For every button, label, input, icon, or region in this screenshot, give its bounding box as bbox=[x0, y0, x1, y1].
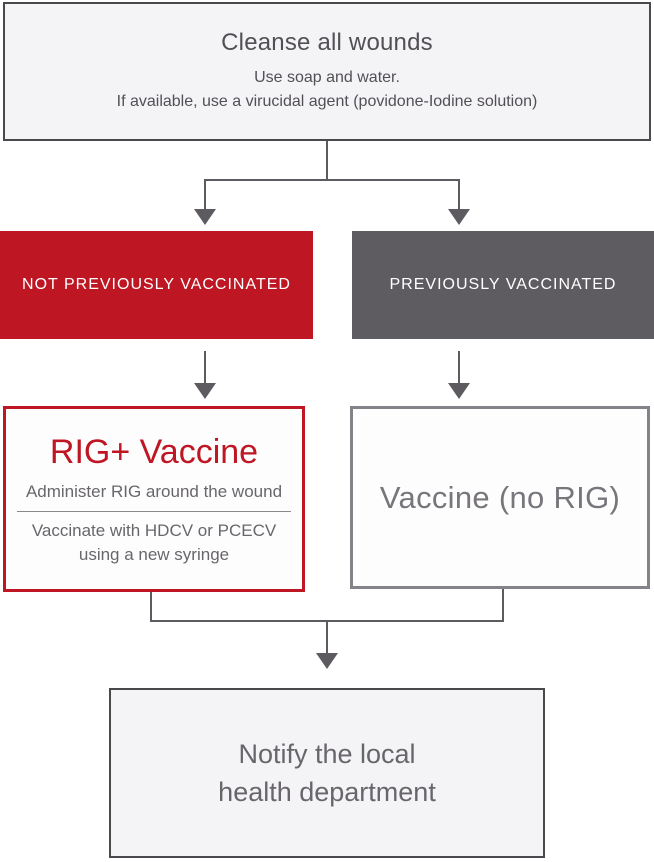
arrow-down-icon bbox=[448, 383, 470, 399]
not-previously-vaccinated-box: NOT PREVIOUSLY VACCINATED bbox=[0, 231, 313, 339]
cleanse-instruction-line1: Use soap and water. bbox=[254, 69, 400, 86]
arrow-down-icon bbox=[194, 383, 216, 399]
connector-line-right-stem bbox=[458, 179, 460, 210]
notify-line2: health department bbox=[218, 777, 436, 807]
connector-line-merge-left-stem bbox=[150, 592, 152, 622]
previously-vaccinated-label: PREVIOUSLY VACCINATED bbox=[389, 276, 617, 293]
notify-line1: Notify the local bbox=[238, 739, 416, 769]
previously-vaccinated-box: PREVIOUSLY VACCINATED bbox=[352, 231, 654, 339]
rig-vaccine-instruction-line2: using a new syringe bbox=[78, 545, 230, 564]
cleanse-title: Cleanse all wounds bbox=[221, 29, 433, 56]
not-previously-vaccinated-label: NOT PREVIOUSLY VACCINATED bbox=[22, 276, 291, 293]
cleanse-wounds-box: Cleanse all wounds Use soap and water. I… bbox=[3, 2, 651, 141]
connector-line-split-horizontal bbox=[204, 179, 460, 181]
connector-line-top-stem bbox=[326, 141, 328, 181]
vaccine-no-rig-box: Vaccine (no RIG) bbox=[350, 406, 650, 589]
arrow-down-icon bbox=[316, 653, 338, 669]
divider-line bbox=[17, 511, 291, 512]
rig-vaccine-title: RIG+ Vaccine bbox=[49, 433, 259, 471]
rig-vaccine-instruction-line1: Vaccinate with HDCV or PCECV bbox=[31, 521, 277, 540]
connector-line-merge-right-stem bbox=[502, 589, 504, 622]
arrow-down-icon bbox=[448, 209, 470, 225]
rig-vaccine-box: RIG+ Vaccine Administer RIG around the w… bbox=[3, 406, 305, 592]
cleanse-instruction-line2: If available, use a virucidal agent (pov… bbox=[116, 93, 538, 110]
connector-line-left-mid-stem bbox=[204, 351, 206, 384]
notify-health-department-box: Notify the local health department bbox=[109, 688, 545, 858]
connector-line-right-mid-stem bbox=[458, 351, 460, 384]
connector-line-merge-center-stem bbox=[326, 621, 328, 654]
arrow-down-icon bbox=[194, 209, 216, 225]
connector-line-left-stem bbox=[204, 179, 206, 210]
rig-vaccine-subtitle: Administer RIG around the wound bbox=[25, 482, 283, 501]
vaccine-no-rig-label: Vaccine (no RIG) bbox=[379, 479, 621, 515]
